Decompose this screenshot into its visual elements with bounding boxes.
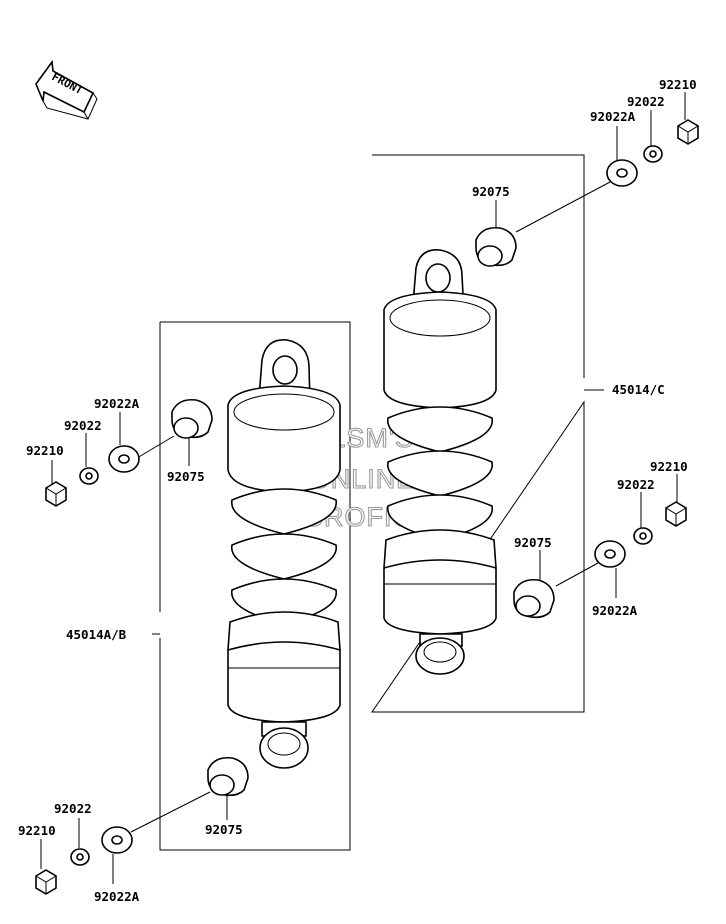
right-bottom-washer-label: 92022 (617, 477, 655, 492)
right-top-collar (475, 226, 517, 267)
right-bottom-nut (665, 501, 687, 527)
left-bottom-nut (35, 869, 57, 895)
left-top-washer-label: 92022 (64, 418, 102, 433)
right-top-washer-a (606, 159, 638, 187)
right-bottom-collar-label: 92075 (514, 535, 552, 550)
left-top-collar-label: 92075 (167, 469, 205, 484)
right-bottom-washer-a (594, 540, 626, 568)
front-arrow: FRONT (35, 59, 98, 121)
left-top-washer (79, 467, 99, 485)
left-top-washer-a-label: 92022A (94, 396, 140, 411)
right-top-washer (643, 145, 663, 163)
left-bottom-washer-a-label: 92022A (94, 889, 140, 904)
right-assembly-label: 45014/C (612, 382, 665, 397)
left-bottom-washer-label: 92022 (54, 801, 92, 816)
right-bottom-washer (633, 527, 653, 545)
right-top-nut (677, 119, 699, 145)
left-top-collar (171, 398, 213, 439)
left-bottom-washer-a (101, 826, 133, 854)
right-bottom-washer-a-label: 92022A (592, 603, 638, 618)
left-top-washer-a (108, 445, 140, 473)
right-top-nut-label: 92210 (659, 77, 697, 92)
left-shock-absorber (227, 339, 341, 769)
left-top-nut-label: 92210 (26, 443, 64, 458)
left-bottom-collar-label: 92075 (205, 822, 243, 837)
left-bottom-washer (70, 848, 90, 866)
left-assembly-label: 45014A/B (66, 627, 127, 642)
right-top-collar-label: 92075 (472, 184, 510, 199)
left-bottom-nut-label: 92210 (18, 823, 56, 838)
right-top-washer-label: 92022 (627, 94, 665, 109)
right-bottom-nut-label: 92210 (650, 459, 688, 474)
right-shock-absorber (383, 249, 497, 675)
left-bottom-collar (207, 756, 249, 797)
left-top-nut (45, 481, 67, 507)
right-bottom-collar (513, 578, 555, 619)
right-top-washer-a-label: 92022A (590, 109, 636, 124)
left-assembly-frame (159, 321, 351, 851)
